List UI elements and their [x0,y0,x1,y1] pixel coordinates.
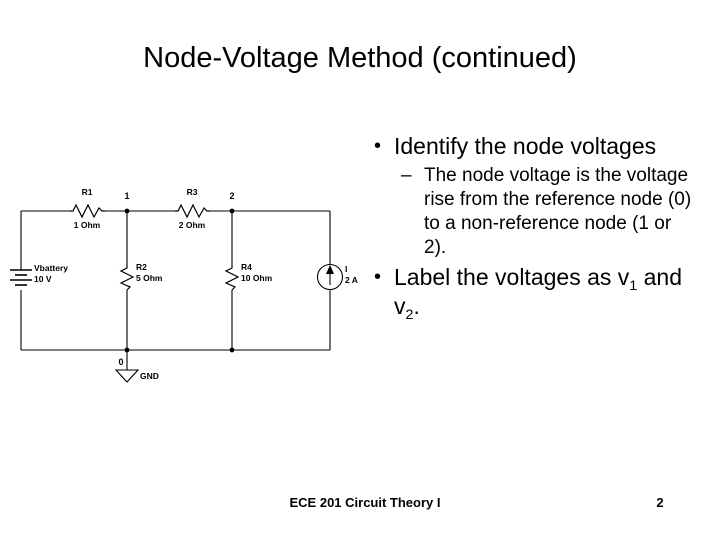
bullet-marker: • [374,266,382,288]
footer-page-number: 2 [656,495,664,510]
battery-value-label: 10 V [34,274,52,284]
bullet-item-identify: • Identify the node voltages [368,132,698,161]
bullet-marker: • [374,135,382,157]
battery-name-label: Vbattery [34,263,68,273]
bullet-text-middle: and v [394,264,682,319]
voltage-subscript-1: 1 [629,277,638,294]
node-label-1: 1 [124,191,129,201]
node-label-2: 2 [229,191,234,201]
resistor-r1-name: R1 [82,187,93,197]
node-dot-0 [124,347,130,353]
current-source-arrow-head [326,265,334,274]
current-source-name: I [345,264,347,274]
bullet-item-label-voltages: • Label the voltages as v1 and v2. [368,263,698,323]
page-title: Node-Voltage Method (continued) [143,42,577,74]
resistor-r3-name: R3 [187,187,198,197]
bullet-text: Identify the node voltages [394,133,657,159]
current-source-value: 2 A [345,275,358,285]
ground-label: GND [140,371,159,381]
resistor-r4-name: R4 [241,262,252,272]
bullet-text-prefix: Label the voltages as v [394,264,630,290]
footer-course-label: ECE 201 Circuit Theory I [289,495,441,510]
bullet-text-suffix: . [413,293,420,319]
resistor-r4-value: 10 Ohm [241,273,273,283]
resistor-r4-symbol [224,265,240,291]
resistor-r2-value: 5 Ohm [136,273,163,283]
sub-bullet-item-definition: – The node voltage is the voltage rise f… [368,164,698,260]
bullet-list: • Identify the node voltages – The node … [368,132,698,323]
resistor-r3-value: 2 Ohm [179,220,206,230]
resistor-r1-symbol [70,203,105,219]
node-dot-2 [229,208,235,214]
node-dot-bottom-right [229,347,235,353]
circuit-diagram: R1 1 Ohm R3 2 Ohm R2 5 Ohm R4 10 Ohm Vba… [0,180,360,395]
node-label-0: 0 [118,357,123,367]
resistor-r3-symbol [175,203,210,219]
sub-bullet-text: The node voltage is the voltage rise fro… [424,165,692,258]
voltage-subscript-2: 2 [405,306,414,323]
resistor-r2-symbol [119,265,135,291]
resistor-r1-value: 1 Ohm [74,220,101,230]
resistor-r2-name: R2 [136,262,147,272]
ground-icon [114,369,140,383]
sub-bullet-marker: – [401,165,412,186]
node-dot-1 [124,208,130,214]
